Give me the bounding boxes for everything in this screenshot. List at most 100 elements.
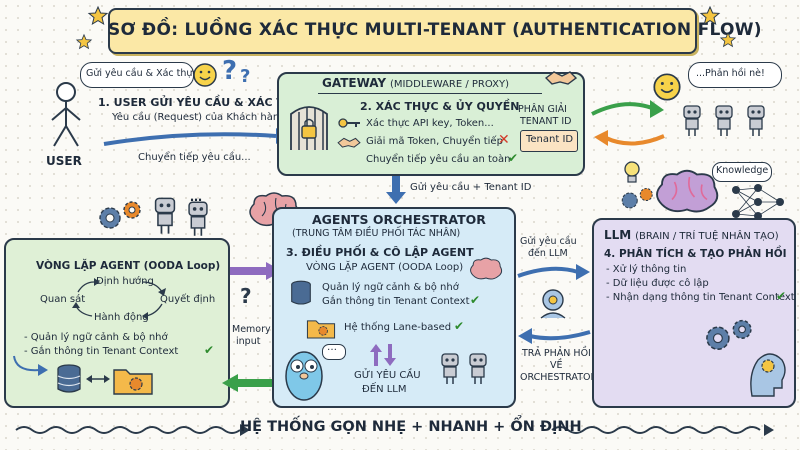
gateway-title-sub: (MIDDLEWARE / PROXY) <box>389 79 509 90</box>
database-icon <box>57 364 81 393</box>
orchestrator-title: AGENTS ORCHESTRATOR <box>312 212 486 227</box>
step1-subtitle: Yêu cầu (Request) của Khách hàng <box>112 112 286 123</box>
gateway-step: 2. XÁC THỰC & ỦY QUYỀN <box>360 100 520 113</box>
memory-input-label-2: input <box>236 336 261 347</box>
gate-lock-icon <box>290 106 328 150</box>
send-to-llm-label: GỬI YÊU CẦU <box>354 370 421 381</box>
robot-icon <box>154 197 176 234</box>
brain-icon <box>470 257 503 280</box>
page-title: SƠ ĐỒ: LUỒNG XÁC THỰC MULTI-TENANT (AUTH… <box>108 20 762 40</box>
tenant-resolve-label: PHÂN GIẢI <box>518 104 567 115</box>
user-label: USER <box>46 154 82 168</box>
ooda-orient: Định hướng <box>96 276 154 287</box>
gears-icon <box>99 201 141 229</box>
handshake-icon <box>337 137 361 148</box>
orchestrator-item: Quản lý ngữ cảnh & bộ nhớ <box>322 282 459 293</box>
gateway-item: Xác thực API key, Token... <box>366 118 494 129</box>
orchestrator-item: Gắn thông tin Tenant Context <box>322 296 470 307</box>
database-icon <box>291 280 311 305</box>
brain-icon <box>656 169 719 213</box>
arrow-orchestrator-to-llm <box>517 264 590 280</box>
question-mark-icon: ? <box>240 284 252 308</box>
llm-title-main: LLM <box>604 228 632 242</box>
folder-gear-icon <box>113 369 153 395</box>
gateway-item: Chuyển tiếp yêu cầu an toàn <box>366 154 511 165</box>
user-bubble-text: Gửi yêu cầu & Xác thực <box>86 68 198 79</box>
from-llm-label-3: ORCHESTRATOR <box>520 372 598 383</box>
gears-icon <box>706 319 752 350</box>
title-banner <box>108 8 697 54</box>
user-speech-bubble <box>80 62 194 88</box>
robot-icon <box>469 353 487 384</box>
robot-icon <box>441 353 459 384</box>
gears-icon <box>621 187 653 209</box>
agent-loop-title: VÒNG LẶP AGENT (OODA Loop) <box>36 260 221 272</box>
agent-loop-item: - Quản lý ngữ cảnh & bộ nhớ <box>24 332 168 343</box>
arrow-user-to-gateway <box>103 128 288 146</box>
footer-slogan: HỆ THỐNG GỌN NHẸ + NHANH + ỔN ĐỊNH <box>240 419 582 435</box>
key-icon <box>338 118 360 128</box>
step1-title: 1. USER GỬI YÊU CẦU & XÁC THỰC <box>98 96 311 109</box>
gateway-title: GATEWAY (MIDDLEWARE / PROXY) <box>322 76 509 90</box>
down-arrow-label: Gửi yêu cầu + Tenant ID <box>410 182 532 193</box>
star-icon <box>719 31 737 48</box>
handshake-icon <box>544 71 578 85</box>
from-llm-label: TRẢ PHẢN HỒI <box>522 348 591 359</box>
lightbulb-icon <box>624 161 640 183</box>
checkmark-icon: ✔ <box>470 293 481 307</box>
tenant-id-box-label: Tenant ID <box>526 134 574 145</box>
llm-title-sub: (BRAIN / TRÍ TUỆ NHÂN TẠO) <box>635 231 779 242</box>
ellipsis-bubble: … <box>327 342 337 353</box>
response-bubble-text: ...Phản hồi nè! <box>696 68 765 79</box>
up-down-arrows-icon <box>370 344 396 366</box>
checkmark-icon: ✔ <box>776 289 787 303</box>
thinking-person-icon <box>540 289 566 319</box>
user-stick-figure-icon <box>51 82 81 147</box>
arrow-loop-icon <box>13 355 48 376</box>
orchestrator-loop-label: VÒNG LẶP AGENT (OODA Loop) <box>306 262 464 273</box>
knowledge-label: Knowledge <box>716 165 769 176</box>
orchestrator-subtitle: (TRUNG TÂM ĐIỀU PHỐI TÁC NHÂN) <box>292 228 461 239</box>
llm-item: - Xử lý thông tin <box>606 264 687 275</box>
tenant-id-box <box>520 130 578 152</box>
llm-title: LLM (BRAIN / TRÍ TUỆ NHÂN TẠO) <box>604 228 779 242</box>
gateway-box <box>277 72 585 176</box>
neural-network-icon <box>732 184 784 220</box>
tenant-resolve-label-2: TENANT ID <box>520 116 572 127</box>
robot-icon <box>683 105 701 136</box>
forward-request-label: Chuyển tiếp yêu cầu... <box>138 152 251 163</box>
to-llm-label-2: đến LLM <box>528 248 568 259</box>
ooda-cycle-arrows <box>72 278 166 320</box>
llm-item: - Nhận dạng thông tin Tenant Context <box>606 292 795 303</box>
ellipsis-bubble: … <box>190 190 202 204</box>
footer-arrow-line <box>15 424 774 436</box>
robot-icon <box>715 105 733 136</box>
gateway-title-tab <box>318 73 542 94</box>
ooda-decide: Quyết định <box>160 294 216 305</box>
gopher-mascot-icon <box>285 351 323 401</box>
agent-loop-item: - Gắn thông tin Tenant Context <box>24 346 179 357</box>
question-mark-icon: ? <box>222 56 238 86</box>
llm-item: - Dữ liệu được cô lập <box>606 278 709 289</box>
checkmark-icon: ✔ <box>508 151 519 165</box>
memory-input-label: Memory <box>232 324 271 335</box>
arrow-gateway-to-orchestrator <box>386 176 406 204</box>
robot-icon <box>188 201 208 236</box>
robot-icon <box>747 105 765 136</box>
response-speech-bubble <box>688 62 782 88</box>
smiley-icon <box>653 73 681 101</box>
star-icon <box>699 5 721 26</box>
folder-gear-icon <box>306 320 336 339</box>
question-mark-icon: ? <box>240 66 251 87</box>
lane-system-label: Hệ thống Lane-based <box>344 322 452 333</box>
arrow-llm-to-orchestrator <box>518 328 591 344</box>
from-llm-label-2: VỀ <box>550 360 563 371</box>
send-to-llm-label-2: ĐẾN LLM <box>362 384 407 395</box>
red-x-icon: ✕ <box>498 132 510 148</box>
gopher-speech-bubble <box>322 344 346 360</box>
arrow-orchestrator-to-agent <box>222 374 276 392</box>
gateway-item: Giải mã Token, Chuyển tiếp <box>366 136 503 147</box>
arrow-gateway-to-robots <box>591 100 665 146</box>
checkmark-icon: ✔ <box>454 319 465 333</box>
gateway-title-main: GATEWAY <box>322 76 387 90</box>
